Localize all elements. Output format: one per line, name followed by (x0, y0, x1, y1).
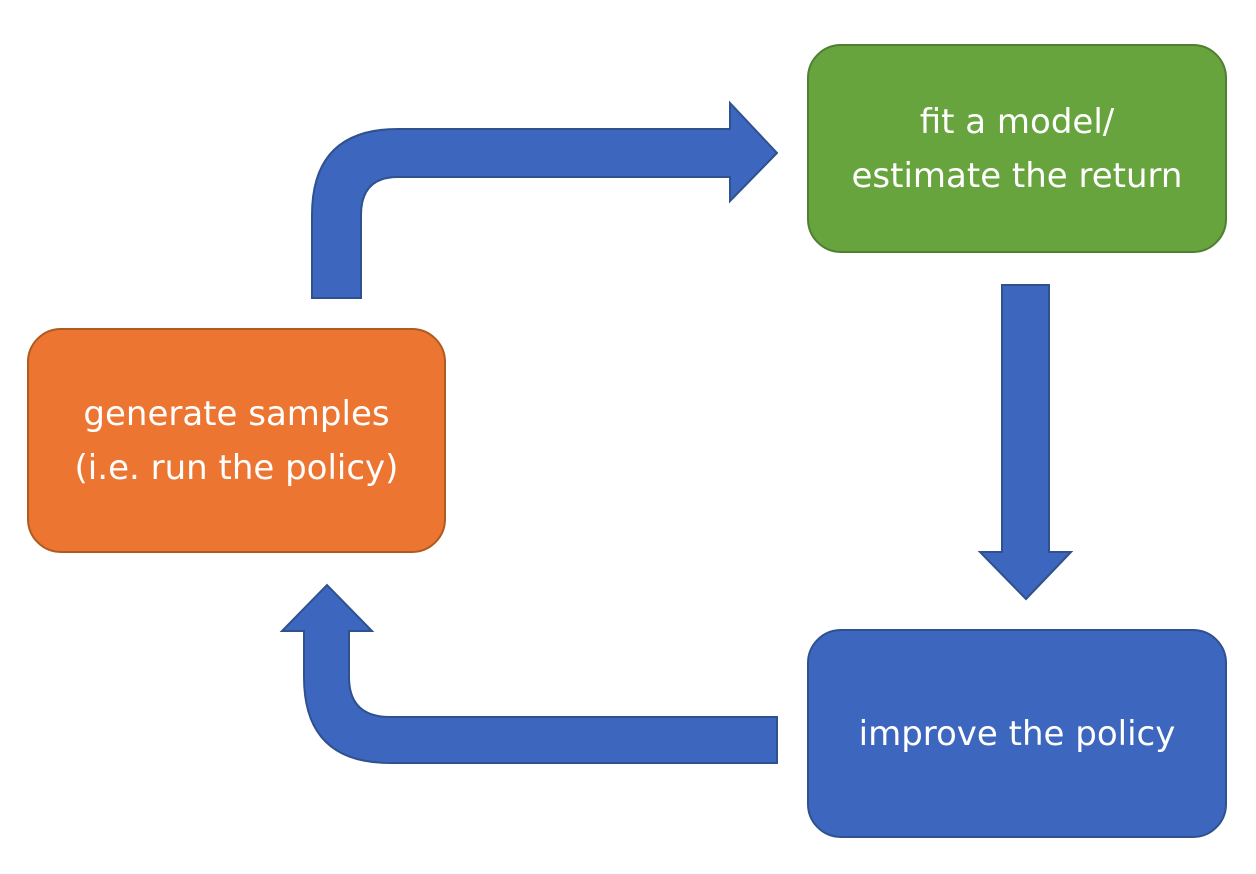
node-generate-samples: generate samples (i.e. run the policy) (27, 328, 446, 553)
node-fit-model-line2: estimate the return (851, 155, 1183, 196)
node-fit-model: fit a model/ estimate the return (807, 44, 1227, 253)
node-generate-samples-line2: (i.e. run the policy) (74, 447, 399, 488)
arrow-generate-to-fit (311, 100, 779, 299)
node-improve-policy-line1: improve the policy (858, 713, 1176, 754)
arrow-improve-to-generate (279, 583, 778, 764)
node-improve-policy: improve the policy (807, 629, 1227, 838)
arrow-fit-to-improve (977, 284, 1074, 601)
node-fit-model-line1: fit a model/ (919, 101, 1115, 142)
node-generate-samples-line1: generate samples (83, 393, 390, 434)
